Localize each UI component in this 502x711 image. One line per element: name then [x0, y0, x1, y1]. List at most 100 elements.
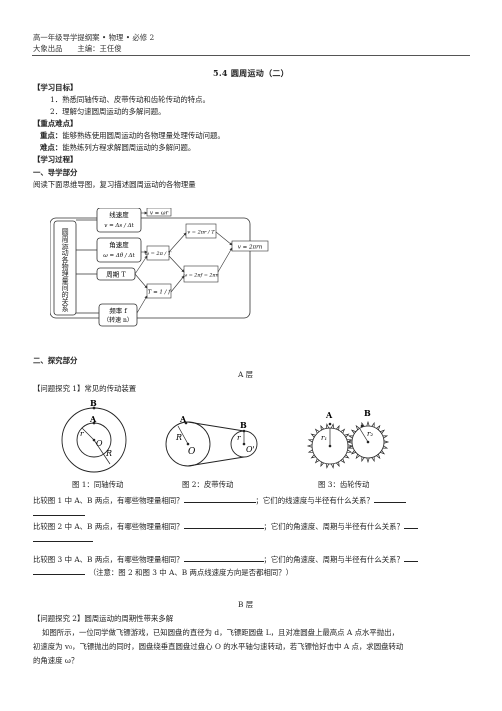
mindmap-T-eq-1-f: T = 1 / f: [148, 290, 172, 296]
question-2: 比较图 2 中 A、B 两点，有哪些物理量相同？ ；它们的角速度、周期与半径有什么…: [33, 520, 418, 532]
fig2-label-r: r: [237, 433, 241, 442]
question-3-tail: ；它们的角速度、周期与半径有什么关系？: [263, 555, 404, 564]
fig1-label-r: r: [80, 429, 84, 438]
gear-tooth: [325, 463, 330, 469]
question-1-blank-1[interactable]: [183, 494, 256, 503]
level-a-label: A 层: [238, 370, 254, 379]
figure-2-belt: A B R O r O': [165, 414, 258, 467]
mindmap-root: 圆周运动各物理量间的关系: [61, 228, 70, 312]
explore1-heading: 【问题探究 1】常见的传动装置: [33, 384, 137, 393]
gear-tooth: [306, 444, 313, 448]
gear-tooth: [361, 456, 365, 463]
question-2-cont: [33, 533, 93, 545]
fig2-label-o: O: [188, 447, 196, 457]
fig1-label-o: O: [96, 439, 103, 448]
question-3-blank-1[interactable]: [183, 553, 264, 562]
question-2-blank-1[interactable]: [183, 520, 264, 529]
header-rule: [32, 55, 470, 56]
gear-tooth: [314, 428, 320, 434]
gear-tooth: [376, 454, 381, 460]
process-heading: 【学习过程】: [33, 155, 78, 164]
mindmap-T-eq-1-f-box: [146, 283, 172, 299]
question-3-blank-2[interactable]: [403, 553, 418, 562]
mindmap-angular-formula: ω = Δθ / Δt: [103, 253, 135, 259]
gear-tooth: [310, 454, 316, 459]
header-line-2: 大象出品 主编：王任俊: [33, 44, 122, 53]
gear-tooth: [330, 463, 335, 469]
fig3-label-b: B: [364, 408, 371, 418]
fig2-label-o2: O': [246, 445, 255, 454]
gear-tooth: [346, 449, 353, 453]
question-2-blank-3[interactable]: [33, 533, 93, 542]
fig2-label-b: B: [240, 420, 247, 430]
question-1-text: 比较图 1 中 A、B 两点，有哪些物理量相同？: [33, 496, 184, 505]
gear-tooth: [383, 440, 390, 444]
fig1-label-R: R: [105, 449, 112, 458]
gear-tooth: [344, 454, 350, 459]
mindmap-angular-label: 角速度: [109, 240, 129, 249]
fig1-label-b: B: [90, 398, 97, 408]
question-1-tail: ；它们的线速度与半径有什么关系？: [255, 496, 374, 505]
goal-item-2: 2．理解匀速圆周运动的多解问题。: [50, 107, 166, 116]
mindmap-frequency-label: 频率 f: [109, 306, 127, 315]
explore2-line-1: 如图所示，一位同学做飞镖游戏，已知圆盘的直径为 d，飞镖距圆盘 L，且对准圆盘上…: [42, 628, 399, 637]
question-1: 比较图 1 中 A、B 两点，有哪些物理量相同？ ；它们的线速度与半径有什么关系？: [33, 494, 406, 506]
keypoints-heading: 【重点难点】: [33, 119, 78, 128]
figure-3-caption: 图 3：齿轮传动: [318, 480, 370, 489]
part2-heading: 二、探究部分: [33, 356, 78, 365]
question-1-blank-2[interactable]: [373, 494, 406, 503]
mindmap-w-eq-2pif: ω = 2πf = 2πn: [183, 273, 218, 279]
mindmap-frequency-box: [98, 303, 138, 327]
mindmap-v-eq-rw: v = ωr: [150, 211, 169, 217]
mindmap-linear-label: 线速度: [109, 210, 129, 219]
fig3-label-r2: r₂: [367, 430, 373, 438]
gear-tooth: [346, 440, 353, 444]
gear-tooth: [325, 423, 330, 429]
mindmap-linear-formula: v = Δs / Δt: [104, 223, 134, 229]
gear-tooth: [380, 450, 386, 455]
question-2-tail: ；它们的角速度、周期与半径有什么关系？: [263, 522, 404, 531]
gear-tooth: [344, 433, 350, 438]
gear-tooth: [382, 445, 389, 449]
figure-3-gears: A B r₁ r₂: [306, 408, 390, 469]
question-1-cont: [33, 507, 85, 519]
part1-heading: 一、导学部分: [33, 168, 78, 177]
gear-tooth: [320, 461, 324, 468]
gear-tooth: [376, 424, 381, 430]
goal-item-1: 1．熟悉同轴传动、皮带传动和齿轮传动的特点。: [50, 95, 210, 104]
explore2-heading: 【问题探究 2】圆周运动的周期性带来多解: [33, 614, 174, 623]
mindmap-frame: [50, 217, 251, 319]
question-2-text: 比较图 2 中 A、B 两点，有哪些物理量相同？: [33, 522, 184, 531]
gear-tooth: [350, 429, 356, 434]
gear-tooth: [307, 439, 314, 443]
gear-tooth: [320, 424, 324, 431]
difficulty-text: 能熟练列方程求解圆周运动的多解问题。: [62, 143, 196, 152]
fig3-label-a: A: [325, 410, 333, 420]
fig3-label-r1: r₁: [321, 434, 327, 442]
gear-tooth: [366, 420, 370, 427]
gear-tooth: [347, 435, 354, 439]
figure-2-caption: 图 2：皮带传动: [182, 480, 234, 489]
question-1-blank-3[interactable]: [33, 507, 85, 516]
gear-tooth: [346, 439, 353, 443]
gear-tooth: [371, 421, 375, 428]
question-3: 比较图 3 中 A、B 两点，有哪些物理量相同？；它们的角速度、周期与半径有什么…: [33, 553, 418, 565]
question-3-blank-3[interactable]: [33, 566, 85, 575]
explore2-line-2: 初速度为 v₀，飞镖抛出的同时，圆盘绕垂直圆盘过盘心 O 的水平轴匀速转动，若飞…: [33, 642, 404, 651]
gear-tooth: [336, 461, 340, 468]
question-2-blank-2[interactable]: [403, 520, 418, 529]
gear-tooth: [330, 423, 335, 429]
gear-tooth: [310, 433, 316, 438]
level-b-label: B 层: [238, 600, 254, 609]
gear-tooth: [350, 450, 356, 455]
difficulty-label: 难点：: [40, 143, 63, 152]
mindmap-w-eq-2pif-box: [183, 265, 219, 283]
mindmap-v-eq-2pirn-box: [231, 240, 269, 252]
difficulty-line: 难点：能熟练列方程求解圆周运动的多解问题。: [40, 143, 195, 153]
gear-tooth: [382, 435, 389, 439]
explore2-line-3: 的角速度 ω？: [33, 656, 79, 665]
mindmap-period-label: 周期 T: [106, 271, 126, 279]
fig1-label-a: A: [89, 414, 97, 424]
mindmap-diagram: 圆周运动各物理量间的关系 线速度 v = Δs / Δt 角速度 ω = Δθ …: [50, 208, 269, 327]
mindmap-root-box: [53, 220, 77, 316]
